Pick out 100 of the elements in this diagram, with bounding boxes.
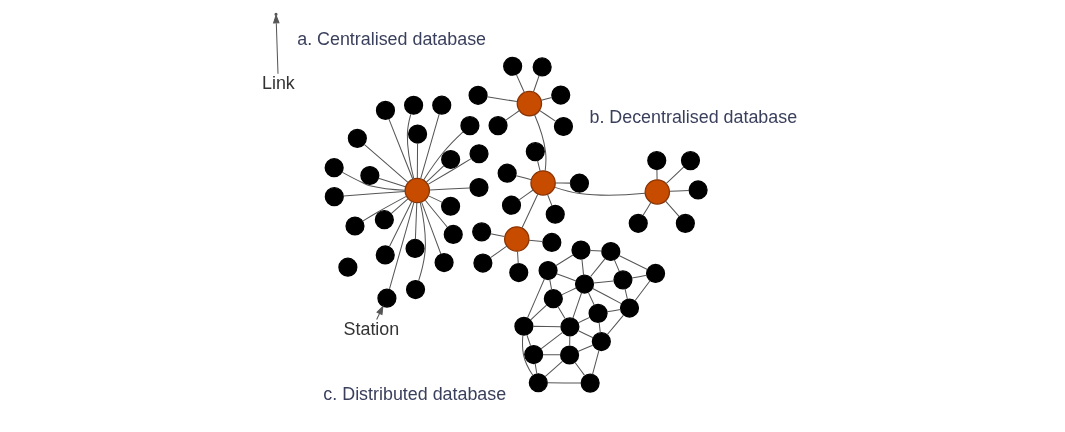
connector xyxy=(613,259,620,272)
node-circle xyxy=(628,213,648,233)
connector xyxy=(388,118,414,180)
connector xyxy=(515,74,525,93)
connector xyxy=(557,306,566,320)
node-circle xyxy=(472,222,492,242)
label: c. Distributed database xyxy=(323,384,507,405)
connector xyxy=(343,190,406,197)
node-circle xyxy=(405,280,426,300)
node-circle xyxy=(514,316,534,336)
connector xyxy=(592,280,615,284)
node-circle xyxy=(404,95,424,115)
connector xyxy=(574,361,586,376)
connector xyxy=(606,309,621,313)
node-circle xyxy=(469,144,489,164)
node-circle xyxy=(488,116,508,136)
node-circle xyxy=(569,173,590,193)
connector xyxy=(489,245,508,259)
connector xyxy=(618,255,648,270)
connector xyxy=(656,169,658,181)
node-circle xyxy=(588,303,608,323)
node-circle xyxy=(375,245,395,265)
node-circle xyxy=(404,177,431,204)
connector xyxy=(569,335,571,346)
connector xyxy=(414,202,418,240)
connector xyxy=(341,171,406,191)
node-circle xyxy=(645,263,666,284)
connector xyxy=(590,258,606,278)
connector xyxy=(577,330,594,339)
node-circle xyxy=(432,95,452,115)
connector xyxy=(486,96,518,103)
connector xyxy=(427,158,472,185)
connector xyxy=(418,201,426,282)
connector xyxy=(577,316,591,324)
connector xyxy=(572,292,583,319)
connector xyxy=(669,189,690,192)
connector xyxy=(526,278,545,319)
node-circle xyxy=(574,274,595,294)
node-circle xyxy=(542,232,562,252)
node-circle xyxy=(509,262,529,283)
connector xyxy=(416,142,419,179)
arrow xyxy=(376,305,384,320)
label: a. Centralised database xyxy=(297,29,487,50)
connector xyxy=(406,113,415,180)
node-circle xyxy=(434,253,454,273)
node-circle xyxy=(530,170,556,196)
connector xyxy=(581,258,585,276)
connector xyxy=(642,202,652,217)
node-circle xyxy=(545,204,565,224)
connector xyxy=(363,143,409,183)
node-circle xyxy=(441,196,461,216)
node-circle xyxy=(613,270,633,290)
connector xyxy=(423,131,464,181)
node-circle xyxy=(647,151,667,171)
node-circle xyxy=(405,238,425,259)
node-circle xyxy=(516,90,543,117)
connector xyxy=(490,233,505,237)
connector xyxy=(592,287,622,305)
node-circle xyxy=(680,151,701,171)
connector xyxy=(362,195,407,222)
node-circle xyxy=(619,298,640,318)
connector xyxy=(606,314,625,335)
node-circle xyxy=(538,260,558,281)
connector xyxy=(537,160,541,172)
node-circle xyxy=(338,257,358,277)
connector xyxy=(429,187,471,191)
node-circle xyxy=(374,210,394,230)
connector xyxy=(624,288,628,300)
connector xyxy=(540,96,553,101)
connector xyxy=(592,349,600,375)
node-circle xyxy=(525,142,545,162)
connector xyxy=(631,274,647,279)
node-circle xyxy=(441,149,461,170)
node-circle xyxy=(571,240,591,260)
node-circle xyxy=(601,241,621,262)
connector xyxy=(389,201,415,290)
connector xyxy=(547,382,582,384)
connector xyxy=(554,186,646,196)
node-circle xyxy=(553,116,574,137)
node-circle xyxy=(644,179,671,205)
node-circle xyxy=(443,224,463,244)
node-circle xyxy=(504,226,530,252)
connector xyxy=(425,165,445,183)
connector xyxy=(420,113,440,180)
node-circle xyxy=(503,56,523,76)
connector xyxy=(539,110,557,122)
node-circle xyxy=(469,177,489,198)
connector xyxy=(561,287,577,296)
node-circle xyxy=(591,332,611,352)
connector xyxy=(542,354,562,356)
node-circle xyxy=(473,253,493,273)
connector xyxy=(587,291,595,306)
node-circle xyxy=(524,344,544,365)
connector xyxy=(532,325,562,328)
connector xyxy=(665,200,680,218)
node-circle xyxy=(360,165,380,186)
connector xyxy=(547,194,553,207)
connector xyxy=(388,201,413,248)
connector xyxy=(532,74,540,93)
connector xyxy=(424,199,448,228)
